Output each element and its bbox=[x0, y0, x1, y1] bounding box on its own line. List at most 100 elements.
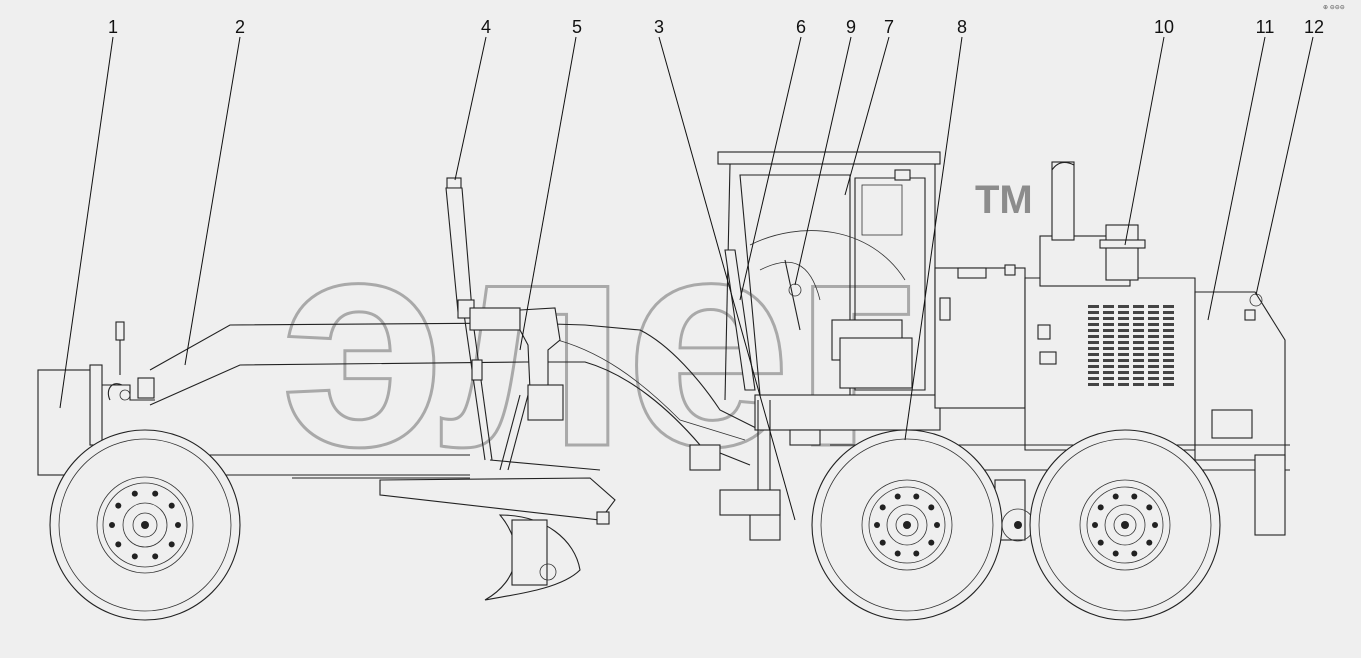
wheel-bolt bbox=[894, 550, 901, 557]
grille-slot bbox=[1088, 311, 1099, 314]
grille-slot bbox=[1133, 377, 1144, 380]
grille-slot bbox=[1148, 329, 1159, 332]
rear-wheel-rear bbox=[1029, 429, 1221, 621]
grille-slot bbox=[1118, 353, 1129, 356]
callout-11: 11 bbox=[1256, 17, 1275, 37]
grille-slot bbox=[1118, 323, 1129, 326]
grille-slot bbox=[1118, 365, 1129, 368]
grille-slot bbox=[1133, 365, 1144, 368]
grille-slot bbox=[1163, 365, 1174, 368]
callout-6: 6 bbox=[796, 17, 806, 37]
wheel-bolt bbox=[879, 539, 886, 546]
wheel-bolt bbox=[168, 502, 175, 509]
wheel-bolt bbox=[1092, 522, 1098, 528]
grille-slot bbox=[1118, 377, 1129, 380]
grille-slot bbox=[1118, 305, 1129, 308]
watermark-trademark: TM bbox=[975, 178, 1033, 222]
callout-labels: 1 2 4 5 3 6 9 7 8 10 11 12 bbox=[108, 17, 1324, 37]
grille-slot bbox=[1088, 305, 1099, 308]
corner-mark: ⊕ ⊖⊖⊖ bbox=[1323, 5, 1345, 11]
wheel-bolt bbox=[1112, 493, 1119, 500]
callout-1: 1 bbox=[108, 17, 118, 37]
grille-slot bbox=[1118, 371, 1129, 374]
grille-slot bbox=[1163, 383, 1174, 386]
grille-slot bbox=[1148, 305, 1159, 308]
grille-slot bbox=[1148, 359, 1159, 362]
grille-slot bbox=[1133, 311, 1144, 314]
wheel-bolt bbox=[168, 541, 175, 548]
wheel-bolt bbox=[894, 493, 901, 500]
grille-slot bbox=[1103, 359, 1114, 362]
wheel-bolt bbox=[1097, 539, 1104, 546]
callout-5: 5 bbox=[572, 17, 582, 37]
grille-slot bbox=[1148, 317, 1159, 320]
grille-slot bbox=[1088, 359, 1099, 362]
wheel-bolt bbox=[115, 502, 122, 509]
engine-hood bbox=[934, 161, 1286, 461]
grille-slot bbox=[1133, 341, 1144, 344]
grille-slot bbox=[1163, 359, 1174, 362]
grille-slot bbox=[1148, 353, 1159, 356]
wheel-bolt bbox=[1097, 504, 1104, 511]
operator-cab bbox=[717, 151, 941, 431]
grille-slot bbox=[1103, 311, 1114, 314]
grille-slot bbox=[1163, 323, 1174, 326]
grille-slot bbox=[1163, 377, 1174, 380]
grille-slot bbox=[1088, 353, 1099, 356]
blade-assembly bbox=[379, 307, 616, 601]
wheel-bolt bbox=[1146, 539, 1153, 546]
grille-slot bbox=[1163, 311, 1174, 314]
wheel-bolt bbox=[1146, 504, 1153, 511]
grille-slot bbox=[1163, 353, 1174, 356]
grille-slot bbox=[1088, 371, 1099, 374]
grille-slot bbox=[1088, 377, 1099, 380]
grille-slot bbox=[1163, 329, 1174, 332]
grille-slot bbox=[1148, 335, 1159, 338]
callout-9: 9 bbox=[846, 17, 856, 37]
wheel-bolt bbox=[934, 522, 940, 528]
grille-slot bbox=[1088, 383, 1099, 386]
callout-8: 8 bbox=[957, 17, 967, 37]
grille-slot bbox=[1133, 323, 1144, 326]
grille-slot bbox=[1148, 347, 1159, 350]
grille-slot bbox=[1118, 383, 1129, 386]
wheel-bolt bbox=[109, 522, 115, 528]
callout-12: 12 bbox=[1304, 17, 1324, 37]
grille-slot bbox=[1133, 371, 1144, 374]
grille-slot bbox=[1133, 335, 1144, 338]
grille-slot bbox=[1088, 329, 1099, 332]
grille-slot bbox=[1118, 311, 1129, 314]
wheel-bolt bbox=[175, 522, 181, 528]
wheel-bolts bbox=[109, 490, 1158, 560]
grille-slot bbox=[1103, 317, 1114, 320]
grille-slot bbox=[1103, 323, 1114, 326]
wheel-bolt bbox=[152, 490, 159, 497]
grille-slot bbox=[1103, 305, 1114, 308]
leader-lines bbox=[59, 36, 1314, 521]
grille-slot bbox=[1103, 383, 1114, 386]
grille-slot bbox=[1148, 365, 1159, 368]
grille-slot bbox=[1088, 323, 1099, 326]
grille-slot bbox=[1133, 317, 1144, 320]
wheel-bolt bbox=[928, 504, 935, 511]
grille-slot bbox=[1088, 335, 1099, 338]
callout-10: 10 bbox=[1154, 17, 1174, 37]
grille-slot bbox=[1103, 329, 1114, 332]
grille-slot bbox=[1163, 347, 1174, 350]
wheel-bolt bbox=[879, 504, 886, 511]
grille-slot bbox=[1118, 329, 1129, 332]
grille-slot bbox=[1103, 347, 1114, 350]
grille-slot bbox=[1103, 353, 1114, 356]
grille-slot bbox=[1133, 383, 1144, 386]
wheel-bolt bbox=[874, 522, 880, 528]
grille-slot bbox=[1163, 317, 1174, 320]
wheel-bolt bbox=[115, 541, 122, 548]
front-wheel bbox=[49, 429, 241, 621]
grille-slot bbox=[1103, 365, 1114, 368]
grille-slot bbox=[1103, 371, 1114, 374]
grille-slot bbox=[1148, 323, 1159, 326]
grille-slot bbox=[1133, 305, 1144, 308]
grille-slot bbox=[1103, 335, 1114, 338]
callout-2: 2 bbox=[235, 17, 245, 37]
